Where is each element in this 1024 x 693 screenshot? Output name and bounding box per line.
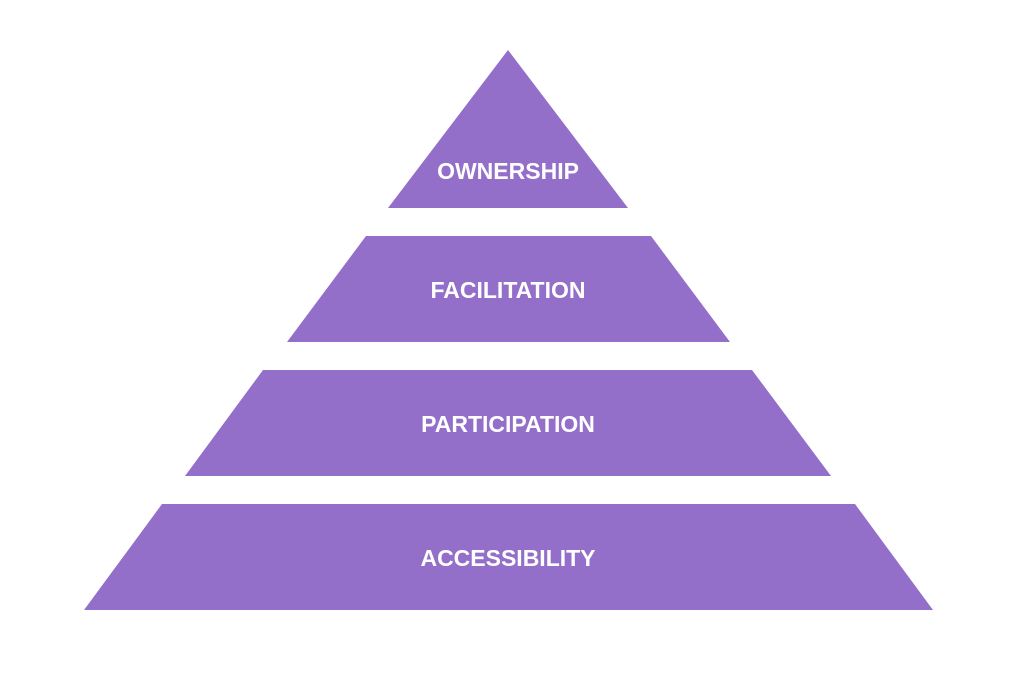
tier-participation: PARTICIPATION xyxy=(185,370,831,476)
tier-participation-shape xyxy=(185,370,831,476)
tier-accessibility-label: ACCESSIBILITY xyxy=(420,545,595,571)
tier-ownership-shape xyxy=(388,50,628,208)
tier-accessibility: ACCESSIBILITY xyxy=(84,504,933,610)
tier-ownership: OWNERSHIP xyxy=(388,50,628,208)
tier-participation-label: PARTICIPATION xyxy=(421,411,595,437)
tier-facilitation-label: FACILITATION xyxy=(430,277,585,303)
tier-ownership-label: OWNERSHIP xyxy=(437,158,579,184)
tier-facilitation: FACILITATION xyxy=(287,236,730,342)
tier-facilitation-shape xyxy=(287,236,730,342)
tier-accessibility-shape xyxy=(84,504,933,610)
